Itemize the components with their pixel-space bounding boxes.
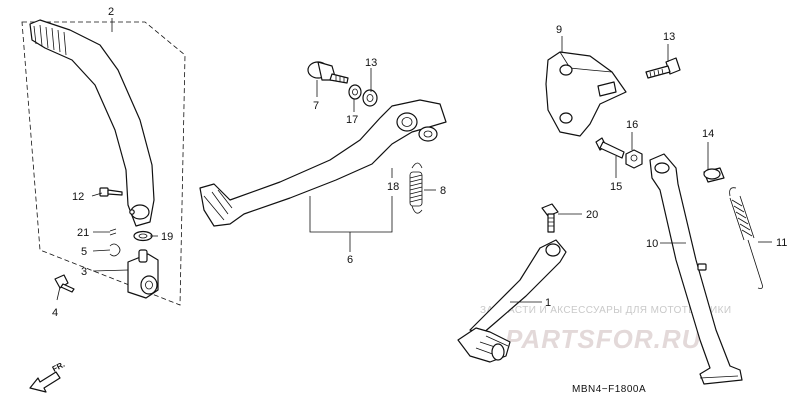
callout-16: 16 xyxy=(626,119,638,131)
leader-5 xyxy=(92,249,111,252)
diagram-code: MBN4−F1800A xyxy=(572,384,646,395)
callout-4: 4 xyxy=(52,307,58,319)
sidestand-group: 10 11 xyxy=(646,153,787,385)
seal-13-pivot xyxy=(362,89,378,107)
brake-pedal-group: 7 13 17 18 8 6 xyxy=(199,57,447,266)
gearshift-group: 20 1 xyxy=(457,203,598,363)
clip-21 xyxy=(109,228,117,236)
bolt-4 xyxy=(54,274,75,293)
callout-14: 14 xyxy=(702,128,714,140)
callout-18: 18 xyxy=(387,181,399,193)
callout-2: 2 xyxy=(108,6,114,18)
front-arrow-icon xyxy=(29,371,61,393)
watermark-caption: ЗАПЧАСТИ И АКСЕССУАРЫ ДЛЯ МОТОТЕХНИКИ xyxy=(480,305,731,316)
callout-9: 9 xyxy=(556,24,562,36)
leader-3 xyxy=(92,269,129,272)
bolt-20 xyxy=(541,203,559,233)
callout-11: 11 xyxy=(776,237,787,249)
callout-5: 5 xyxy=(81,246,87,258)
pivot-bolt-7 xyxy=(307,61,349,84)
spring-8 xyxy=(409,162,423,214)
brake-pedal-6 xyxy=(199,99,447,227)
nut-16 xyxy=(625,149,643,169)
leader-4 xyxy=(56,286,61,301)
sidestand-bracket-group: 9 13 16 14 15 xyxy=(545,24,725,193)
callout-8: 8 xyxy=(440,185,446,197)
spring-5 xyxy=(109,243,121,257)
leader-12 xyxy=(91,192,103,197)
spring-11 xyxy=(729,187,763,289)
callout-3: 3 xyxy=(81,266,87,278)
kickstarter-arm xyxy=(29,19,155,227)
callout-1: 1 xyxy=(545,297,551,309)
callout-6: 6 xyxy=(347,254,353,266)
sidestand-bracket-9 xyxy=(545,51,627,137)
front-direction-indicator: FR. xyxy=(29,360,67,393)
bolt-15 xyxy=(595,137,625,159)
callout-13-pivot: 13 xyxy=(365,57,377,69)
callout-17: 17 xyxy=(346,114,358,126)
washer-19 xyxy=(133,230,153,242)
leader-6-bracket xyxy=(309,196,393,252)
watermark: ЗАПЧАСТИ И АКСЕССУАРЫ ДЛЯ МОТОТЕХНИКИ PA… xyxy=(480,305,731,354)
front-direction-label: FR. xyxy=(51,360,67,374)
gearshift-pedal-1 xyxy=(457,239,567,363)
callout-12: 12 xyxy=(72,191,84,203)
bolt-12 xyxy=(99,187,123,197)
callout-21: 21 xyxy=(77,227,89,239)
callout-19: 19 xyxy=(161,231,173,243)
watermark-logo: PARTSFOR.RU xyxy=(505,324,702,354)
kick-pinch-boss-3 xyxy=(127,249,159,299)
callout-10: 10 xyxy=(646,238,658,250)
kickstarter-assembly-outline xyxy=(21,21,186,306)
washer-17 xyxy=(348,84,362,100)
callout-15: 15 xyxy=(610,181,622,193)
kickstarter-group: 2 12 21 19 5 3 4 xyxy=(21,6,186,319)
callout-13: 13 xyxy=(663,31,675,43)
callout-20: 20 xyxy=(586,209,598,221)
pivot-bolt-14 xyxy=(703,167,725,183)
callout-7: 7 xyxy=(313,100,319,112)
bolt-13 xyxy=(645,57,681,79)
sidestand-10 xyxy=(649,153,743,385)
